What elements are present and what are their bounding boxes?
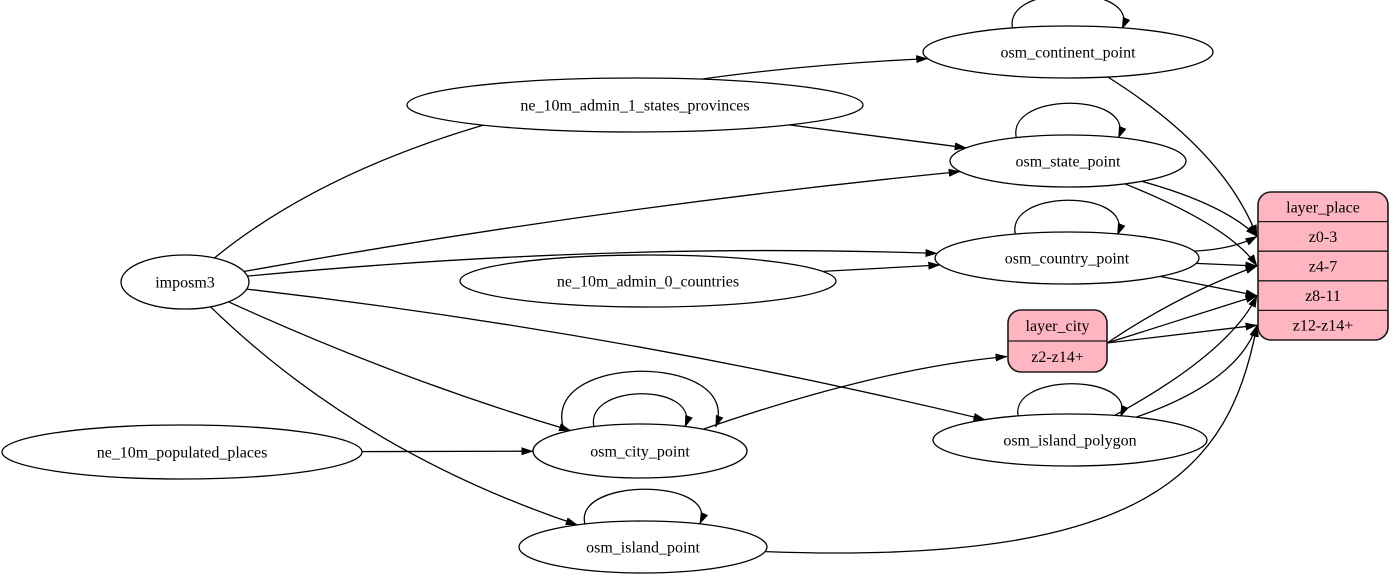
node-shape-osm_state_point <box>949 134 1187 188</box>
edge-imposm3-to-osm_island_point <box>210 306 578 526</box>
node-ne_10m_admin_0_countries: ne_10m_admin_0_countries <box>459 254 837 308</box>
self-loop-osm_city_point-1 <box>592 393 693 432</box>
record-row-layer_place-3: z12-z14+ <box>1293 318 1354 335</box>
node-osm_continent_point: osm_continent_point <box>922 25 1214 79</box>
record-layer_city: layer_city z2-z14+ <box>1007 309 1108 373</box>
edge-osm_city_point-to-layer_city-z2-z14+ <box>702 353 1008 430</box>
node-label-osm_island_polygon: osm_island_polygon <box>1003 433 1136 450</box>
edge-imposm3-to-osm_city_point <box>228 301 572 432</box>
node-ne_10m_populated_places: ne_10m_populated_places <box>1 424 363 480</box>
node-label-osm_state_point: osm_state_point <box>1016 154 1121 171</box>
node-shape-osm_country_point <box>934 231 1200 285</box>
edge-layer_city-to-layer_place-z4-7 <box>1106 265 1258 344</box>
record-layer_place: layer_place z0-3 z4-7 z8-11 z12-z14+ <box>1257 191 1389 341</box>
node-shape-imposm3 <box>120 254 250 310</box>
node-label-osm_country_point: osm_country_point <box>1005 251 1130 268</box>
node-shape-ne_10m_admin_1_states_provinces <box>406 77 864 133</box>
edge-layer <box>210 0 1259 554</box>
node-label-imposm3: imposm3 <box>155 275 215 292</box>
edge-osm_island_polygon-to-layer_place-z8-11 <box>1114 295 1258 416</box>
node-osm_city_point: osm_city_point <box>532 423 748 479</box>
node-osm_island_polygon: osm_island_polygon <box>932 413 1208 467</box>
self-loop-osm_city_point-0 <box>561 370 724 432</box>
edge-ne_10m_admin_1_states_provinces-to-osm_state_point <box>788 124 967 151</box>
node-shape-osm_island_point <box>518 520 768 574</box>
node-imposm3: imposm3 <box>120 254 250 310</box>
node-label-ne_10m_populated_places: ne_10m_populated_places <box>97 445 268 462</box>
record-title-layer_city: layer_city <box>1026 318 1090 335</box>
edge-osm_country_point-to-layer_place-z4-7 <box>1196 261 1258 270</box>
edge-imposm3-to-osm_state_point <box>243 168 961 273</box>
edge-layer_city-to-layer_place-z12-z14+ <box>1106 322 1258 344</box>
record-title-layer_place: layer_place <box>1286 199 1360 216</box>
node-shape-ne_10m_populated_places <box>1 424 363 480</box>
self-loop-osm_continent_point-0 <box>1011 0 1131 34</box>
node-osm_island_point: osm_island_point <box>518 520 768 574</box>
self-loop-osm_island_polygon-0 <box>1017 383 1129 422</box>
edge-osm_state_point-to-layer_place-z4-7 <box>1124 183 1258 267</box>
node-label-osm_island_point: osm_island_point <box>586 540 700 557</box>
edge-osm_island_polygon-to-layer_place-z12-z14+ <box>1135 324 1258 418</box>
node-label-osm_city_point: osm_city_point <box>590 444 690 461</box>
node-shape-ne_10m_admin_0_countries <box>459 254 837 308</box>
node-shape-osm_island_polygon <box>932 413 1208 467</box>
record-row-layer_place-2: z8-11 <box>1305 288 1341 305</box>
record-box-layer_place <box>1257 191 1389 341</box>
node-osm_country_point: osm_country_point <box>934 231 1200 285</box>
edge-imposm3-to-osm_country_point <box>247 249 938 277</box>
record-row-layer_place-1: z4-7 <box>1309 259 1337 276</box>
self-loop-osm_island_point-0 <box>583 488 709 529</box>
edge-ne_10m_admin_0_countries-to-osm_country_point <box>822 261 941 273</box>
node-label-ne_10m_admin_1_states_provinces: ne_10m_admin_1_states_provinces <box>520 98 749 115</box>
edge-layer_city-to-layer_place-z8-11 <box>1106 294 1258 344</box>
edge-osm_state_point-to-layer_place-z0-3 <box>1141 180 1258 237</box>
record-row-layer_place-0: z0-3 <box>1309 229 1337 246</box>
node-shape-osm_city_point <box>532 423 748 479</box>
node-osm_state_point: osm_state_point <box>949 134 1187 188</box>
edge-osm_island_point-to-layer_place-z12-z14+ <box>765 324 1259 554</box>
node-ne_10m_admin_1_states_provinces: ne_10m_admin_1_states_provinces <box>406 77 864 133</box>
node-label-osm_continent_point: osm_continent_point <box>1000 45 1136 62</box>
edge-osm_country_point-to-layer_place-z0-3 <box>1194 235 1258 252</box>
record-row-layer_city-0: z2-z14+ <box>1031 349 1084 366</box>
edge-osm_continent_point-to-layer_place-z0-3 <box>1107 76 1258 237</box>
node-label-ne_10m_admin_0_countries: ne_10m_admin_0_countries <box>557 274 739 291</box>
self-loop-osm_state_point-0 <box>1015 102 1127 143</box>
node-layer: imposm3 ne_10m_admin_1_states_provincesne… <box>1 25 1389 574</box>
node-shape-osm_continent_point <box>922 25 1214 79</box>
edge-imposm3-to-osm_island_polygon <box>246 288 986 421</box>
self-loop-osm_country_point-0 <box>1014 199 1126 240</box>
